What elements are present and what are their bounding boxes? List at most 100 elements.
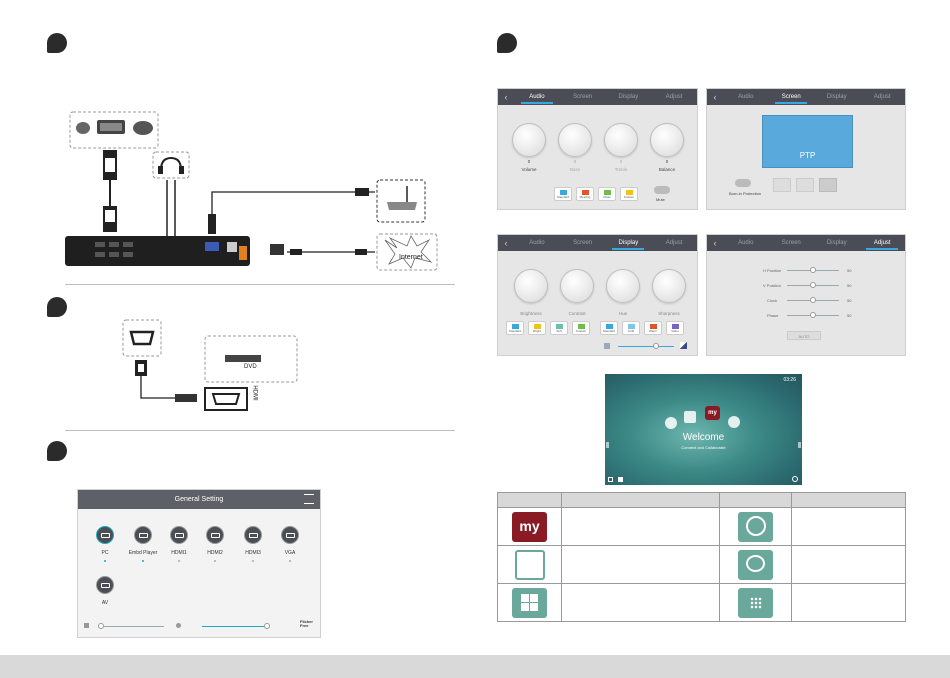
bass-knob[interactable] <box>558 123 592 157</box>
settings-sliders-icon[interactable] <box>304 494 314 504</box>
dvd-label: DVD <box>244 364 257 370</box>
vivi-app-icon[interactable] <box>684 411 696 423</box>
meeting-app-icon[interactable] <box>728 416 740 428</box>
mode-meeting[interactable]: Meeting <box>576 187 594 201</box>
tab-screen[interactable]: Screen <box>573 240 593 246</box>
tab-screen[interactable]: Screen <box>769 94 815 104</box>
left-arrow-icon[interactable] <box>606 442 609 448</box>
av-source-icon[interactable] <box>96 576 114 594</box>
brightness-slider-thumb[interactable] <box>264 623 270 629</box>
sharpness-knob[interactable] <box>652 269 686 303</box>
table-cell <box>561 507 720 546</box>
ratio-option-2[interactable] <box>796 178 814 192</box>
hdmi2-source-icon[interactable] <box>206 526 224 544</box>
table-cell: my <box>497 507 562 546</box>
tab-display[interactable]: Display <box>826 240 847 246</box>
tab-audio[interactable]: Audio <box>529 240 545 246</box>
windows-icon <box>512 587 547 618</box>
mode-class[interactable]: Class <box>598 187 616 201</box>
source-label-hdmi1: HDMI1 <box>171 550 187 556</box>
tab-audio[interactable]: Audio <box>514 94 560 104</box>
v-position-label: V Position <box>763 283 782 288</box>
display-mode-bright[interactable]: Bright <box>528 321 546 335</box>
brightness-knob[interactable] <box>514 269 548 303</box>
color-mode-warm[interactable]: Warm <box>644 321 662 335</box>
source-dot-embd-player <box>142 560 144 562</box>
h-position-thumb[interactable] <box>810 267 816 273</box>
tab-display[interactable]: Display <box>618 94 639 100</box>
table-cell <box>791 583 906 622</box>
tab-adjust[interactable]: Adjust <box>665 94 683 100</box>
mode-custom[interactable]: Custom <box>620 187 638 201</box>
table-header-row <box>497 492 906 508</box>
step-bullet-1 <box>47 33 67 53</box>
backlight-slider-thumb[interactable] <box>653 343 659 349</box>
bass-label: Bass <box>569 167 580 172</box>
tab-adjust[interactable]: Adjust <box>665 240 683 246</box>
tab-audio[interactable]: Audio <box>738 94 754 100</box>
vga-source-icon[interactable] <box>281 526 299 544</box>
back-arrow-icon[interactable]: ‹ <box>504 238 508 248</box>
monitor <box>270 244 284 255</box>
back-arrow-icon[interactable]: ‹ <box>504 92 508 102</box>
ops-device <box>65 236 250 266</box>
display-mode-standard[interactable]: Standard <box>506 321 524 335</box>
volume-knob[interactable] <box>512 123 546 157</box>
video-call-icon <box>738 549 773 580</box>
volume-slider-thumb[interactable] <box>98 623 104 629</box>
chrome-app-icon[interactable] <box>665 417 677 429</box>
back-arrow-icon[interactable]: ‹ <box>713 238 717 248</box>
color-mode-video[interactable]: Video <box>666 321 684 335</box>
brightness-icon <box>176 623 181 628</box>
ratio-option-3[interactable] <box>819 178 837 192</box>
color-mode-standard[interactable]: Standard <box>600 321 618 335</box>
auto-button[interactable]: AUTO <box>787 331 821 340</box>
backlight-high-icon <box>680 342 687 349</box>
source-dot-hdmi3 <box>252 560 254 562</box>
tab-screen[interactable]: Screen <box>781 240 801 246</box>
brightness-label: Brightness <box>520 311 542 316</box>
mute-toggle[interactable] <box>654 186 670 194</box>
v-position-thumb[interactable] <box>810 282 816 288</box>
app-grid-icon <box>738 587 773 618</box>
display-tab-bar: ‹ Audio Screen Display Adjust <box>498 235 697 251</box>
ratio-option-1[interactable] <box>773 178 791 192</box>
treble-knob[interactable] <box>604 123 638 157</box>
pc-source-icon[interactable] <box>96 526 114 544</box>
table-header-cell <box>791 492 906 508</box>
backlight-slider[interactable] <box>618 346 674 347</box>
hue-knob[interactable] <box>606 269 640 303</box>
mode-standard[interactable]: Standard <box>554 187 572 201</box>
tab-audio[interactable]: Audio <box>738 240 754 246</box>
settings-corner-icon[interactable] <box>608 477 613 482</box>
clock-thumb[interactable] <box>810 297 816 303</box>
hdmi1-source-icon[interactable] <box>170 526 188 544</box>
tab-screen[interactable]: Screen <box>573 94 593 100</box>
display-mode-custom[interactable]: Custom <box>572 321 590 335</box>
embd-player-source-icon[interactable] <box>134 526 152 544</box>
hdmi-label: HDMI <box>251 385 258 401</box>
tab-adjust[interactable]: Adjust <box>873 94 891 100</box>
burn-in-toggle[interactable] <box>735 179 751 187</box>
table-cell <box>719 583 792 622</box>
display-mode-soft[interactable]: Soft <box>550 321 568 335</box>
windows-corner-icon[interactable] <box>618 477 623 482</box>
source-label-vga: VGA <box>284 550 296 556</box>
balance-label: Balance <box>658 167 676 172</box>
tab-adjust[interactable]: Adjust <box>860 240 906 250</box>
back-arrow-icon[interactable]: ‹ <box>713 92 717 102</box>
color-mode-cold[interactable]: Cold <box>622 321 640 335</box>
apps-corner-icon[interactable] <box>792 476 798 482</box>
balance-knob[interactable] <box>650 123 684 157</box>
contrast-knob[interactable] <box>560 269 594 303</box>
volume-slider[interactable] <box>98 626 164 627</box>
myviewboard-app-icon[interactable]: my <box>705 406 720 420</box>
brightness-slider[interactable] <box>202 626 268 627</box>
tab-display[interactable]: Display <box>606 240 652 250</box>
right-arrow-icon[interactable] <box>798 442 801 448</box>
volume-label: Volume <box>521 167 537 172</box>
phase-thumb[interactable] <box>810 312 816 318</box>
divider-1 <box>65 284 455 285</box>
tab-display[interactable]: Display <box>826 94 847 100</box>
hdmi3-source-icon[interactable] <box>244 526 262 544</box>
